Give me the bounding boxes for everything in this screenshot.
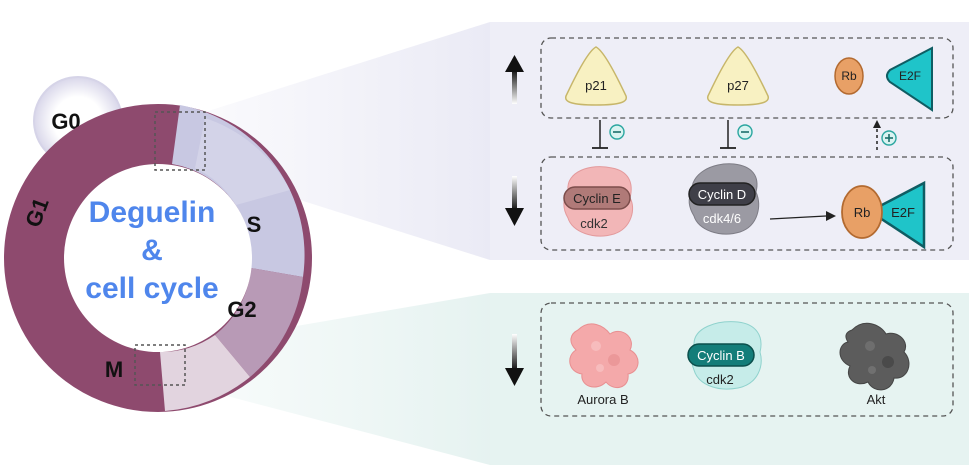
rb-bottom-label: Rb	[854, 205, 871, 220]
rb-e2f-activation-mark	[873, 120, 897, 150]
downregulated-box	[540, 156, 954, 251]
rb-protein-top: Rb	[834, 57, 864, 95]
p27-label: p27	[727, 78, 749, 93]
cyclin-e-pill	[563, 186, 631, 210]
cyclin-d-pill	[688, 182, 756, 206]
cyclin-d-cdk46-complex: Cyclin D cdk4/6	[688, 163, 760, 235]
g2-label: G2	[227, 297, 256, 322]
cyclin-d-label: Cyclin D	[698, 187, 746, 202]
p21-inhibition-mark	[592, 120, 625, 149]
cyclin-e-cdk2-complex: Cyclin E cdk2	[563, 166, 634, 237]
center-line-2: &	[141, 234, 163, 267]
p27-inhibition-mark	[720, 120, 753, 149]
g2m-downregulated-box	[540, 302, 954, 417]
zoom-beam-g1s	[205, 22, 490, 260]
cdk2-e-label: cdk2	[580, 216, 607, 231]
akt-label: Akt	[867, 392, 886, 407]
center-line-1: Deguelin	[89, 196, 216, 229]
m-label: M	[105, 357, 123, 382]
g2m-downregulated-arrow-icon	[505, 334, 524, 386]
rb-top-label: Rb	[841, 69, 857, 83]
cell-cycle-ring	[4, 104, 312, 412]
cyclin-b-cdk2-complex: Cyclin B cdk2	[687, 321, 762, 390]
e2f-bottom-label: E2F	[891, 205, 915, 220]
rb-e2f-complex-bottom: Rb E2F	[841, 180, 926, 250]
akt-protein: Akt	[839, 322, 910, 407]
p21-protein: p21	[564, 46, 628, 106]
cyclin-e-label: Cyclin E	[573, 191, 621, 206]
upregulated-arrow-icon	[505, 55, 524, 104]
s-label: S	[247, 212, 262, 237]
center-line-3: cell cycle	[85, 272, 218, 305]
m-phase-segment	[160, 335, 250, 411]
aurora-b-protein: Aurora B	[569, 323, 639, 407]
cdk46-label: cdk4/6	[703, 211, 741, 226]
g2-phase-segment	[215, 268, 303, 377]
aurora-b-label: Aurora B	[577, 392, 628, 407]
downregulated-arrow-icon	[505, 176, 524, 226]
p21-label: p21	[585, 78, 607, 93]
cdk2-b-label: cdk2	[706, 372, 733, 387]
m-zoom-box	[134, 344, 186, 386]
center-title: Deguelin & cell cycle	[85, 196, 218, 305]
phosphorylation-arrow	[769, 211, 836, 221]
e2f-protein-top: E2F	[886, 46, 933, 112]
cyclin-b-pill	[687, 343, 755, 367]
s-phase-highlight	[195, 118, 290, 205]
upregulated-box	[540, 37, 954, 119]
e2f-top-label: E2F	[899, 69, 921, 83]
g1s-zoom-box	[154, 111, 206, 171]
cyclin-b-label: Cyclin B	[697, 348, 745, 363]
p27-protein: p27	[706, 46, 770, 106]
